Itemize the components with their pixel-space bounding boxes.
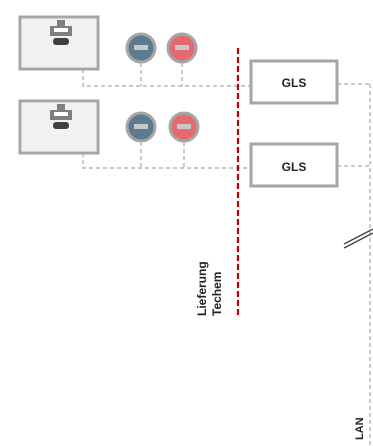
blue-meter-icon [125, 111, 157, 143]
gls-label-1: GLS [282, 76, 307, 90]
red-meter-icon [166, 32, 198, 64]
cabinet-icon [18, 99, 100, 155]
device-group-2: GLS [18, 99, 339, 188]
break-mark-icon [343, 228, 373, 249]
connector-lines-2 [82, 142, 251, 169]
boundary-label-lieferung: Lieferung [195, 261, 209, 316]
gls-label-2: GLS [282, 160, 307, 174]
boundary-label-techem: Techem [210, 272, 224, 316]
gls-box-1: GLS [249, 59, 339, 105]
device-group-1: GLS [18, 15, 339, 105]
blue-meter-icon [125, 32, 157, 64]
connector-lines-1 [82, 63, 251, 87]
gls-box-2: GLS [249, 142, 339, 188]
red-meter-icon [168, 111, 200, 143]
cabinet-icon [18, 15, 100, 71]
network-bus [337, 83, 371, 446]
lan-label: LAN [354, 417, 366, 440]
